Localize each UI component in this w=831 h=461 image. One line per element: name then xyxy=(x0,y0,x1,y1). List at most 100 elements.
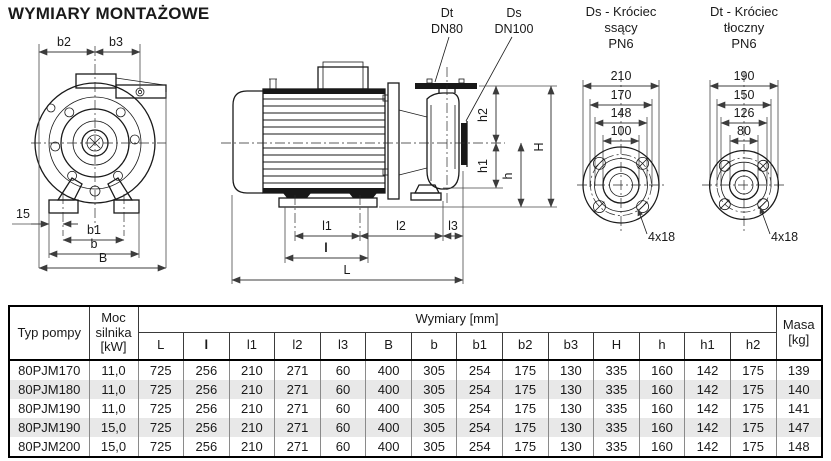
cell-dimension: 335 xyxy=(593,418,640,437)
cell-dimension: 725 xyxy=(137,418,185,437)
cell-dimension: 256 xyxy=(183,360,230,380)
cell-dimension: 175 xyxy=(729,418,777,437)
cell-dimension: 210 xyxy=(228,380,276,399)
discharge-flange-title: Dt - Króciec xyxy=(710,4,778,19)
cell-dimension: 130 xyxy=(547,380,595,399)
cell-mass: 141 xyxy=(775,399,823,418)
cell-dimension: 160 xyxy=(638,399,686,418)
cell-pump-type: 80PJM180 xyxy=(8,380,90,399)
cell-dimension: 725 xyxy=(137,360,185,380)
cell-dimension: 175 xyxy=(502,437,549,457)
cell-dimension: 400 xyxy=(365,437,412,457)
col-header-h2: h2 xyxy=(729,331,777,361)
cell-dimension: 305 xyxy=(410,380,458,399)
header-dimensions: Wymiary [mm] xyxy=(137,305,777,333)
dim-label-l1: l1 xyxy=(322,219,332,233)
dim-label-15: 15 xyxy=(16,207,30,221)
cell-pump-type: 80PJM190 xyxy=(8,399,90,418)
cell-mass: 147 xyxy=(775,418,823,437)
cell-dimension: 271 xyxy=(274,380,321,399)
cell-dimension: 305 xyxy=(410,399,458,418)
col-header-b3: b3 xyxy=(547,331,595,361)
cell-mass: 139 xyxy=(775,360,823,380)
suction-flange-title: Ds - Króciec xyxy=(586,4,657,19)
discharge-flange-subtitle: tłoczny xyxy=(724,20,765,35)
cell-dimension: 725 xyxy=(137,437,185,457)
cell-dimension: 254 xyxy=(456,360,503,380)
label-ds-dn100: DN100 xyxy=(495,22,534,36)
cell-dimension: 254 xyxy=(456,418,503,437)
header-motor-power: Moc silnika [kW] xyxy=(88,305,139,361)
cell-dimension: 725 xyxy=(137,380,185,399)
cell-dimension: 305 xyxy=(410,418,458,437)
cell-motor-power: 15,0 xyxy=(88,437,139,457)
dim-label-b1: b1 xyxy=(87,223,101,237)
cell-dimension: 305 xyxy=(410,360,458,380)
cell-dimension: 256 xyxy=(183,418,230,437)
col-header-h: h xyxy=(638,331,686,361)
cell-pump-type: 80PJM170 xyxy=(8,360,90,380)
cell-dimension: 335 xyxy=(593,380,640,399)
cell-dimension: 254 xyxy=(456,380,503,399)
cell-dimension: 400 xyxy=(365,418,412,437)
cell-dimension: 210 xyxy=(228,399,276,418)
cell-dimension: 400 xyxy=(365,380,412,399)
cell-dimension: 271 xyxy=(274,418,321,437)
cell-dimension: 254 xyxy=(456,399,503,418)
cell-dimension: 254 xyxy=(456,437,503,457)
cell-dimension: 130 xyxy=(547,418,595,437)
cell-dimension: 160 xyxy=(638,380,686,399)
suction-flange-drawing: Ds - Króciec ssący PN6 210 170 148 100 4… xyxy=(577,4,675,244)
dim-label-h1: h1 xyxy=(476,159,490,173)
label-dt: Dt xyxy=(441,6,454,20)
col-header-b1: b1 xyxy=(456,331,503,361)
cell-dimension: 142 xyxy=(684,360,731,380)
page-title: WYMIARY MONTAŻOWE xyxy=(8,4,210,23)
cell-dimension: 175 xyxy=(502,399,549,418)
col-header-B: B xyxy=(365,331,412,361)
dim-label-h: h xyxy=(501,172,515,179)
cell-dimension: 130 xyxy=(547,437,595,457)
discharge-flange-pn: PN6 xyxy=(731,36,756,51)
dim-label-h2: h2 xyxy=(476,108,490,122)
cell-dimension: 130 xyxy=(547,360,595,380)
dim-label-b: b xyxy=(91,237,98,251)
col-header-l: l xyxy=(183,331,230,361)
cell-dimension: 175 xyxy=(729,360,777,380)
dimensions-table: Typ pompy Moc silnika [kW] Wymiary [mm] … xyxy=(8,305,823,458)
col-header-L: L xyxy=(137,331,185,361)
cell-mass: 140 xyxy=(775,380,823,399)
cell-dimension: 130 xyxy=(547,399,595,418)
cell-mass: 148 xyxy=(775,437,823,457)
cell-dimension: 335 xyxy=(593,437,640,457)
header-mass: Masa [kg] xyxy=(775,305,823,361)
cell-dimension: 725 xyxy=(137,399,185,418)
label-dt-dn80: DN80 xyxy=(431,22,463,36)
cell-pump-type: 80PJM190 xyxy=(8,418,90,437)
cell-dimension: 400 xyxy=(365,399,412,418)
cell-dimension: 335 xyxy=(593,360,640,380)
cell-motor-power: 15,0 xyxy=(88,418,139,437)
cell-dimension: 175 xyxy=(729,380,777,399)
col-header-l1: l1 xyxy=(228,331,276,361)
header-pump-type: Typ pompy xyxy=(8,305,90,361)
cell-dimension: 400 xyxy=(365,360,412,380)
suction-flange-pn: PN6 xyxy=(608,36,633,51)
cell-dimension: 175 xyxy=(729,399,777,418)
pump-front-view-drawing: b2 b3 15 b1 b B xyxy=(12,35,167,272)
cell-dimension: 142 xyxy=(684,418,731,437)
cell-motor-power: 11,0 xyxy=(88,399,139,418)
cell-dimension: 271 xyxy=(274,360,321,380)
dim-label-L: L xyxy=(344,263,351,277)
cell-dimension: 305 xyxy=(410,437,458,457)
suction-flange-subtitle: ssący xyxy=(604,20,638,35)
cell-motor-power: 11,0 xyxy=(88,360,139,380)
cell-dimension: 175 xyxy=(502,360,549,380)
dim-label-b2: b2 xyxy=(57,35,71,49)
cell-dimension: 210 xyxy=(228,360,276,380)
